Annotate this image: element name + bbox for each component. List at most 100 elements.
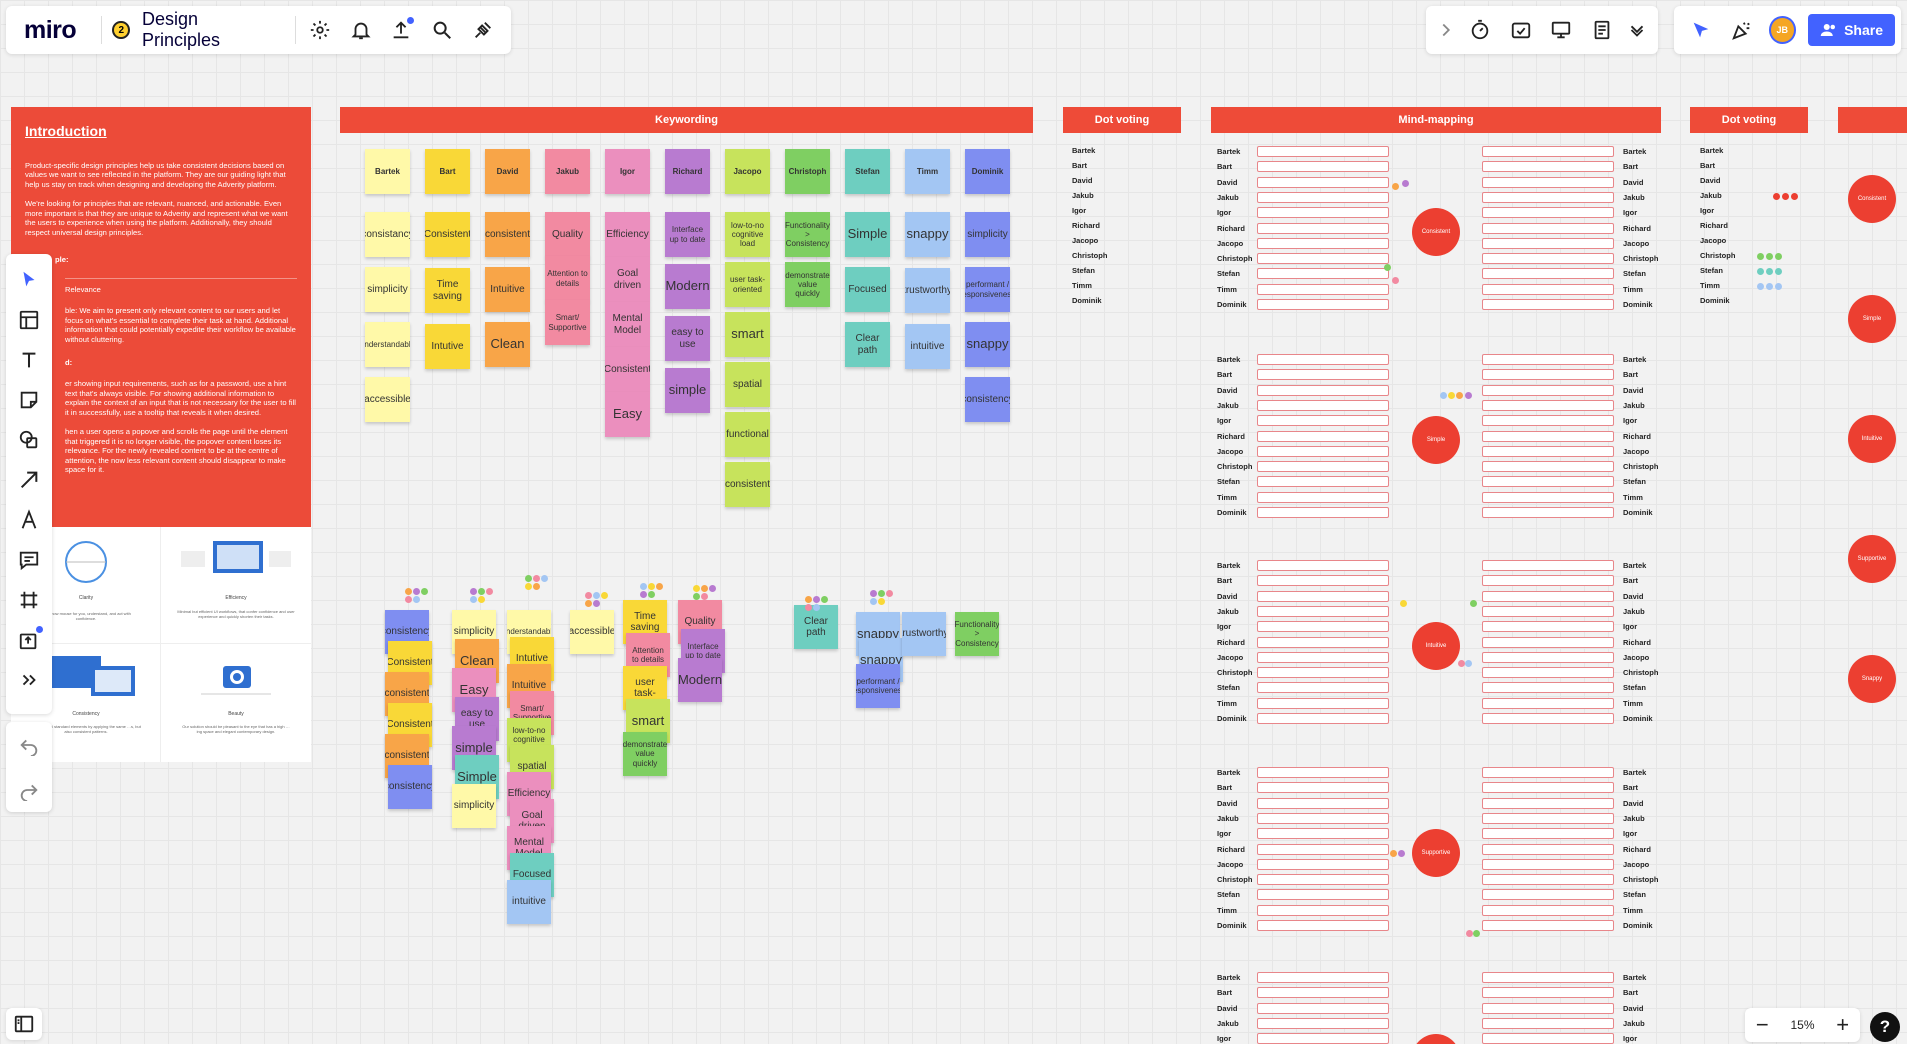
mind-map-name-left[interactable]: Jacopo [1217,446,1244,456]
principle-card-beauty[interactable]: Beauty Our solution should be pleasant t… [161,644,311,762]
mind-map-name-right[interactable]: Bart [1623,783,1639,793]
mind-map-name-left[interactable]: Bart [1217,370,1233,380]
mind-map-name-left[interactable]: Dominik [1217,300,1247,309]
mind-map-card[interactable] [1482,713,1614,724]
cluster-sticky[interactable]: performant / responsiveness [856,664,900,708]
templates-icon[interactable] [9,300,49,340]
mind-map-name-right[interactable]: Jacopo [1623,859,1650,869]
mind-map-name-right[interactable]: Christoph [1623,668,1659,678]
dot-voting-header-1[interactable]: Dot voting [1063,107,1181,133]
vote-dot[interactable] [525,575,532,582]
zoom-in-button[interactable]: + [1836,1012,1850,1037]
next-section-header[interactable] [1838,107,1907,133]
keyword-sticky[interactable]: Consistent [605,347,650,392]
mind-map-card[interactable] [1257,987,1389,999]
cluster-sticky[interactable]: Clear path [794,605,838,649]
keyword-sticky[interactable]: simplicity [965,212,1010,257]
keyword-sticky[interactable]: Goal driven [605,257,650,302]
mind-map-name-left[interactable]: Igor [1217,622,1232,632]
mind-map-card[interactable] [1257,575,1389,587]
keyword-sticky[interactable]: Easy [605,392,650,437]
mind-map-name-right[interactable]: Timm [1623,905,1643,915]
mind-map-name-right[interactable]: Richard [1623,431,1651,441]
mind-map-name-left[interactable]: Timm [1217,698,1237,708]
vote-dot[interactable] [693,593,700,600]
mind-map-name-right[interactable]: Jacopo [1623,446,1650,456]
mind-map-name-right[interactable]: Stefan [1623,477,1646,487]
mind-map-card[interactable] [1482,399,1614,411]
keyword-sticky[interactable]: trustworthy [905,268,950,313]
mind-map-name-left[interactable]: Stefan [1217,890,1240,900]
mind-map-name-right[interactable]: Richard [1623,844,1651,854]
mind-map-card[interactable] [1482,697,1614,709]
mind-map-name-right[interactable]: David [1623,1003,1644,1013]
mind-map-card[interactable] [1257,889,1389,901]
mind-map-name-right[interactable]: Jakub [1623,400,1645,410]
mind-map-name-right[interactable]: Timm [1623,698,1643,708]
vote-dot[interactable] [886,590,893,597]
mind-map-name-left[interactable]: Timm [1217,284,1237,294]
vote-dot[interactable] [805,596,812,603]
mind-map-name-right[interactable]: Stefan [1623,683,1646,693]
mind-map-card[interactable] [1482,782,1614,794]
mind-map-card[interactable] [1482,843,1614,855]
voting-name[interactable]: Christoph [1072,251,1108,260]
mind-map-card[interactable] [1257,491,1389,503]
mind-map-card[interactable] [1257,354,1389,365]
presentation-icon[interactable] [1541,9,1582,51]
mind-map-card[interactable] [1257,507,1389,518]
connection-arrow-icon[interactable] [9,460,49,500]
voting-name-2[interactable]: Richard [1700,221,1728,230]
cluster-sticky[interactable]: demonstrate value quickly [623,732,667,776]
mind-map-card[interactable] [1257,430,1389,442]
mind-map-name-left[interactable]: David [1217,177,1238,187]
vote-dot[interactable] [1757,253,1764,260]
vote-dot[interactable] [413,596,420,603]
chevron-right-icon[interactable] [1432,9,1459,51]
mind-map-card[interactable] [1482,299,1614,310]
vote-dot[interactable] [821,596,828,603]
vote-dot[interactable] [693,585,700,592]
mind-map-card[interactable] [1257,415,1389,427]
mind-map-name-left[interactable]: David [1217,385,1238,395]
timer-icon[interactable] [1459,9,1500,51]
mind-map-card[interactable] [1257,283,1389,295]
mind-map-card[interactable] [1257,713,1389,724]
mind-map-name-right[interactable]: Christoph [1623,254,1659,264]
keyword-sticky[interactable]: understandable [365,322,410,367]
keyword-sticky[interactable]: Modern [665,264,710,309]
keyword-column-head[interactable]: Dominik [965,149,1010,194]
mind-map-center[interactable]: Intuitive [1412,622,1460,670]
mind-map-card[interactable] [1482,283,1614,295]
mind-map-name-right[interactable]: David [1623,177,1644,187]
vote-dot[interactable] [470,588,477,595]
vote-dot[interactable] [1465,392,1472,399]
mind-map-card[interactable] [1482,987,1614,999]
mind-map-name-left[interactable]: Bartek [1217,355,1241,364]
keywording-header[interactable]: Keywording [340,107,1033,133]
voting-name[interactable]: Richard [1072,221,1100,230]
mind-map-card[interactable] [1257,767,1389,778]
mind-map-card[interactable] [1257,461,1389,473]
vote-dot[interactable] [1390,850,1397,857]
mind-map-name-right[interactable]: David [1623,798,1644,808]
mind-map-card[interactable] [1257,399,1389,411]
keyword-sticky[interactable]: consistency [965,377,1010,422]
mind-map-card[interactable] [1257,782,1389,794]
vote-dot[interactable] [1766,283,1773,290]
mind-map-name-right[interactable]: Igor [1623,622,1638,632]
mind-map-card[interactable] [1257,1002,1389,1014]
mind-map-card[interactable] [1482,682,1614,694]
shapes-icon[interactable] [9,420,49,460]
mind-map-name-left[interactable]: Jakub [1217,606,1239,616]
mind-map-name-left[interactable]: Richard [1217,431,1245,441]
vote-dot[interactable] [601,592,608,599]
settings-gear-icon[interactable] [300,9,341,51]
keyword-sticky[interactable]: performant / responsiveness [965,267,1010,312]
mind-map-card[interactable] [1257,1017,1389,1029]
keyword-sticky[interactable]: consistent [485,212,530,257]
mind-map-card[interactable] [1482,191,1614,203]
mind-map-name-left[interactable]: Igor [1217,1034,1232,1044]
vote-dot[interactable] [1473,930,1480,937]
vote-dot[interactable] [709,585,716,592]
